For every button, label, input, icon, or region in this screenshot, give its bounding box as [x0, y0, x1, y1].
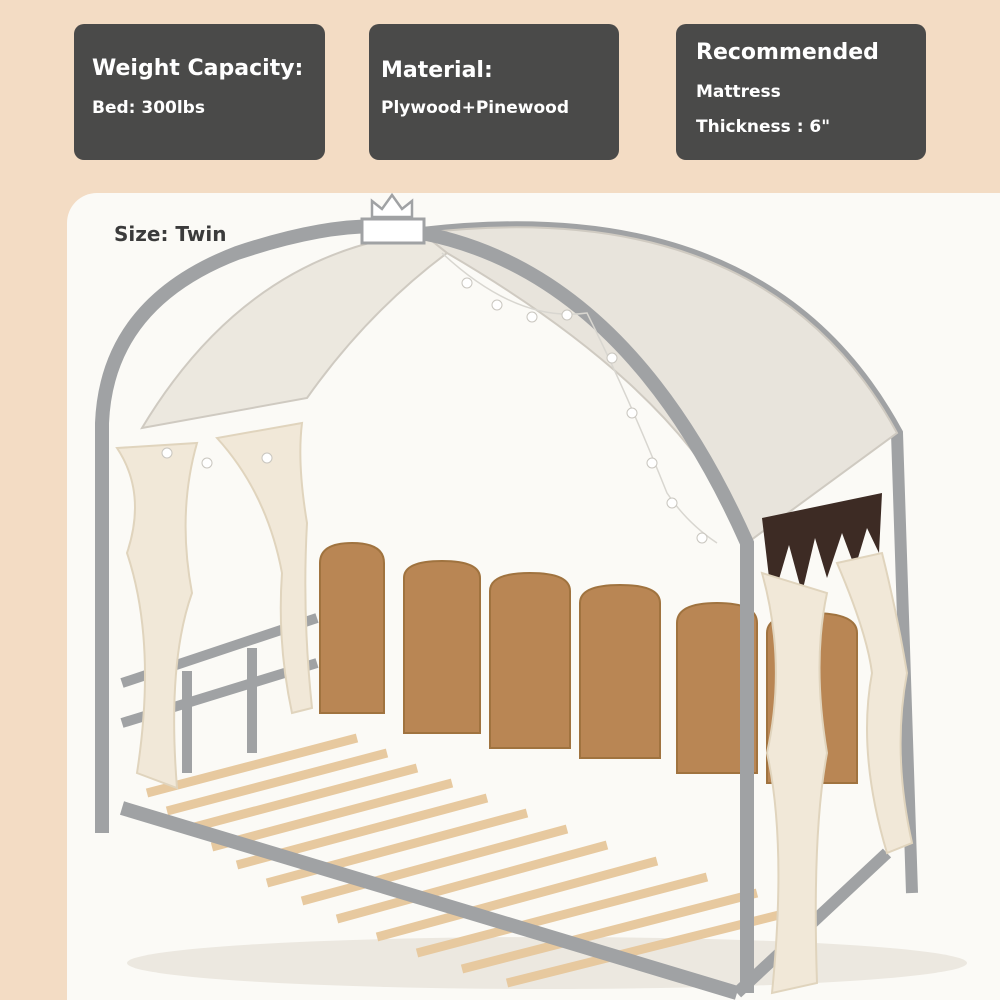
right-curtain-back	[835, 551, 914, 855]
mattress-title: Recommended	[696, 40, 879, 65]
size-label: Size: Twin	[114, 222, 227, 246]
product-image-panel: Size: Twin	[67, 193, 1000, 1000]
canopy-bed-illustration	[95, 193, 967, 1000]
headboard	[319, 541, 858, 784]
canopy-fabric-left	[140, 231, 449, 430]
mattress-thickness: Thickness : 6"	[696, 117, 831, 137]
material-title: Material:	[381, 58, 493, 83]
left-curtain-back	[215, 421, 314, 715]
right-curtain-front	[760, 571, 829, 995]
name-plate	[360, 217, 426, 245]
mattress-label: Mattress	[696, 82, 781, 102]
crown-icon	[370, 193, 414, 219]
front-side-rail	[119, 801, 740, 1000]
mattress-card: Recommended Mattress Thickness : 6"	[676, 24, 926, 160]
material-value: Plywood+Pinewood	[381, 98, 569, 118]
light-bulbs	[161, 277, 708, 544]
material-card: Material: Plywood+Pinewood	[369, 24, 619, 160]
weight-capacity-card: Weight Capacity: Bed: 300lbs	[74, 24, 325, 160]
weight-capacity-title: Weight Capacity:	[92, 56, 304, 81]
left-curtain-front	[115, 441, 199, 790]
pennant-banner	[762, 493, 882, 603]
string-lights	[441, 252, 718, 544]
weight-capacity-value: Bed: 300lbs	[92, 98, 205, 118]
